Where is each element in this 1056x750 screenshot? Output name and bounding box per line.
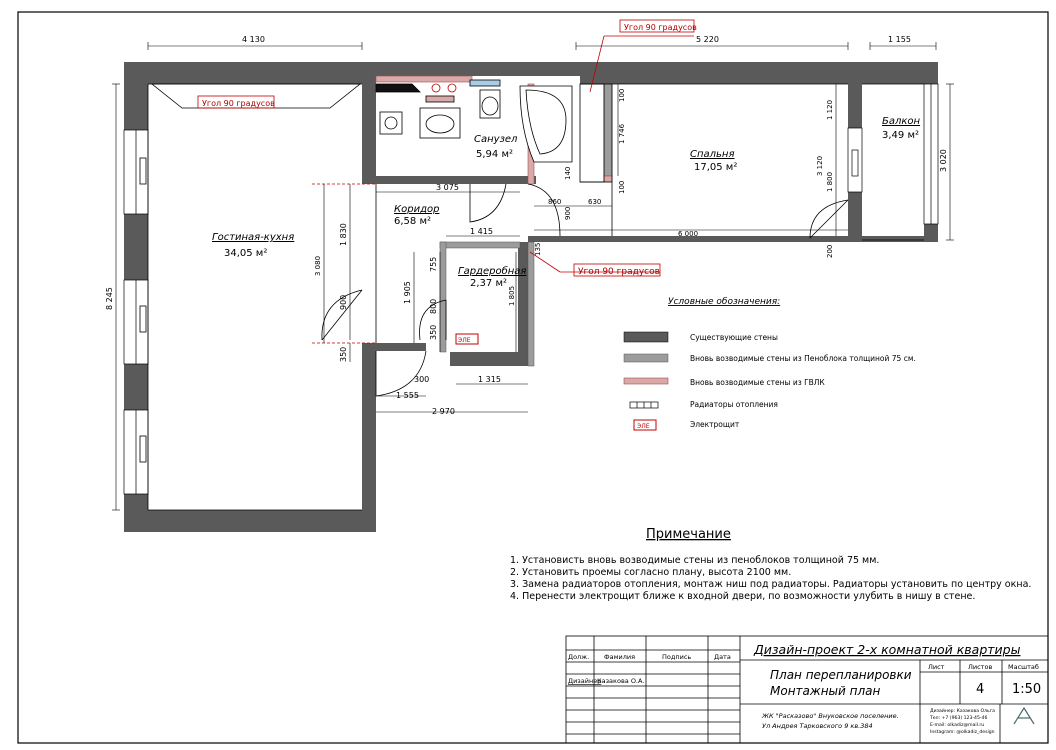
- dim-1315: 1 315: [478, 375, 501, 384]
- dim-top-right: 1 155: [888, 35, 911, 44]
- legend-foam-swatch: [623, 353, 669, 363]
- tb-row-role: Дизайнер: [568, 677, 601, 685]
- tb-listov-label: Листов: [968, 663, 992, 671]
- dim-1415: 1 415: [470, 227, 493, 236]
- legend-panel-label: Электрощит: [690, 420, 740, 429]
- dim-right-total: 3 020: [939, 149, 948, 172]
- room-living-area: 34,05 м²: [224, 248, 267, 259]
- room-bedroom-name: Спальня: [690, 149, 735, 160]
- dim-140: 140: [564, 167, 572, 180]
- tb-col-dolzh: Долж.: [568, 653, 589, 661]
- sheet-border: [17, 11, 1049, 744]
- note-item-1: 1. Установисть вновь возводимые стены из…: [510, 555, 879, 566]
- tb-contact-2: Тел: +7 (963) 123-45-46: [929, 715, 987, 721]
- dim-300: 300: [414, 375, 429, 384]
- tb-scale: 1:50: [1012, 682, 1041, 697]
- room-corridor-name: Коридор: [394, 204, 439, 215]
- note-item-2: 2. Установить проемы согласно плану, выс…: [510, 567, 791, 578]
- dim-2970: 2 970: [432, 407, 455, 416]
- room-wardrobe-name: Гардеробная: [458, 265, 526, 277]
- dim-1805: 1 805: [508, 286, 516, 306]
- dim-6000: 6 000: [678, 230, 698, 238]
- legend-radiator-icon: [629, 401, 659, 409]
- tb-contact-1: Дизайнер: Казакова Ольга: [930, 707, 995, 714]
- bathroom-fixtures: [375, 79, 573, 163]
- dim-350a: 350: [339, 347, 348, 362]
- dim-200a: 200: [826, 245, 834, 258]
- tb-sheet-no: 4: [976, 682, 984, 697]
- tb-drawing-line1: План перепланировки: [770, 668, 912, 682]
- angle-label-boxes: [197, 19, 695, 277]
- dimension-lines: [112, 42, 954, 511]
- electrical-panel-icon: [455, 333, 479, 345]
- dim-1830: 1 830: [339, 223, 348, 246]
- dim-1746: 1 746: [618, 123, 626, 144]
- dim-900a: 900: [339, 295, 348, 310]
- doors: [321, 183, 849, 397]
- dim-900b: 900: [564, 207, 572, 220]
- windows-right: [847, 83, 939, 225]
- legend-panel-icon: [633, 419, 657, 431]
- dim-350b: 350: [429, 325, 438, 340]
- tb-contact-4: Instagram: @olkadiz_design: [930, 729, 995, 735]
- dim-755: 755: [429, 257, 438, 272]
- electrical-panel-label: ЭЛЕ: [458, 337, 471, 344]
- note-item-4: 4. Перенести электрощит ближе к входной …: [510, 591, 975, 602]
- room-living-name: Гостиная-кухня: [212, 232, 294, 243]
- room-wardrobe-area: 2,37 м²: [470, 278, 507, 289]
- dim-800: 800: [429, 299, 438, 314]
- tb-contact-3: E-mail: olkadiz@mail.ru: [930, 722, 984, 728]
- legend-panel-icon-label: ЭЛЕ: [637, 423, 650, 430]
- dim-1555: 1 555: [396, 391, 419, 400]
- dim-860: 860: [548, 198, 561, 206]
- designer-logo-icon: [1013, 706, 1035, 725]
- tb-project-title: Дизайн-проект 2-х комнатной квартиры: [753, 642, 1021, 657]
- dim-3120: 3 120: [816, 156, 824, 176]
- angle-markers: [312, 35, 694, 344]
- legend-title: Условные обозначения:: [668, 297, 780, 307]
- dim-3075: 3 075: [436, 183, 459, 192]
- tb-col-familia: Фамилия: [604, 653, 635, 661]
- legend-gvlk-swatch: [623, 377, 669, 385]
- dim-135: 135: [534, 243, 542, 256]
- tb-col-data: Дата: [714, 653, 731, 661]
- tb-scale-label: Масштаб: [1008, 663, 1039, 671]
- tb-row-name: Казакова О.А.: [597, 677, 645, 685]
- dim-top-mid: 5 220: [696, 35, 719, 44]
- radiators-left: [139, 157, 147, 463]
- note-item-3: 3. Замена радиаторов отопления, монтаж н…: [510, 579, 1031, 590]
- dim-1800: 1 800: [826, 172, 834, 192]
- angle-label-top: Угол 90 градусов: [624, 23, 697, 32]
- room-balcony-area: 3,49 м²: [882, 130, 919, 141]
- room-bath-name: Санузел: [474, 134, 518, 145]
- room-corridor-area: 6,58 м²: [394, 216, 431, 227]
- dim-1905: 1 905: [403, 281, 412, 304]
- legend-foam-label: Вновь возводимые стены из Пеноблока толщ…: [690, 354, 916, 363]
- tb-drawing-line2: Монтажный план: [770, 684, 880, 698]
- room-bath-area: 5,94 м²: [476, 149, 513, 160]
- tb-col-podpis: Подпись: [662, 653, 691, 661]
- legend-existing-swatch: [623, 331, 669, 343]
- dim-top-left: 4 130: [242, 35, 265, 44]
- dim-1120: 1 120: [826, 100, 834, 120]
- dim-left-total: 8 245: [105, 287, 114, 310]
- angle-label-living: Угол 90 градусов: [202, 99, 275, 108]
- notes-title: Примечание: [646, 527, 731, 542]
- dim-630: 630: [588, 198, 601, 206]
- angle-label-wardrobe: Угол 90 градусов: [578, 267, 660, 277]
- room-bedroom-area: 17,05 м²: [694, 162, 737, 173]
- dim-3080: 3 080: [314, 256, 322, 276]
- legend-radiator-label: Радиаторы отопления: [690, 400, 778, 409]
- title-block-grid: [565, 635, 1049, 744]
- tb-address-2: Ул Андрея Тарковского 9 кв.384: [762, 722, 873, 730]
- room-balcony-name: Балкон: [882, 116, 921, 127]
- tb-address-1: ЖК "Расказово" Внуковское поселение.: [761, 712, 899, 720]
- tb-list-label: Лист: [928, 663, 945, 671]
- dim-100a: 100: [618, 89, 626, 102]
- inner-lines: [147, 83, 924, 511]
- legend-gvlk-label: Вновь возводимые стены из ГВЛК: [690, 378, 825, 387]
- legend-existing-label: Существующие стены: [690, 333, 778, 342]
- dim-100b: 100: [618, 181, 626, 194]
